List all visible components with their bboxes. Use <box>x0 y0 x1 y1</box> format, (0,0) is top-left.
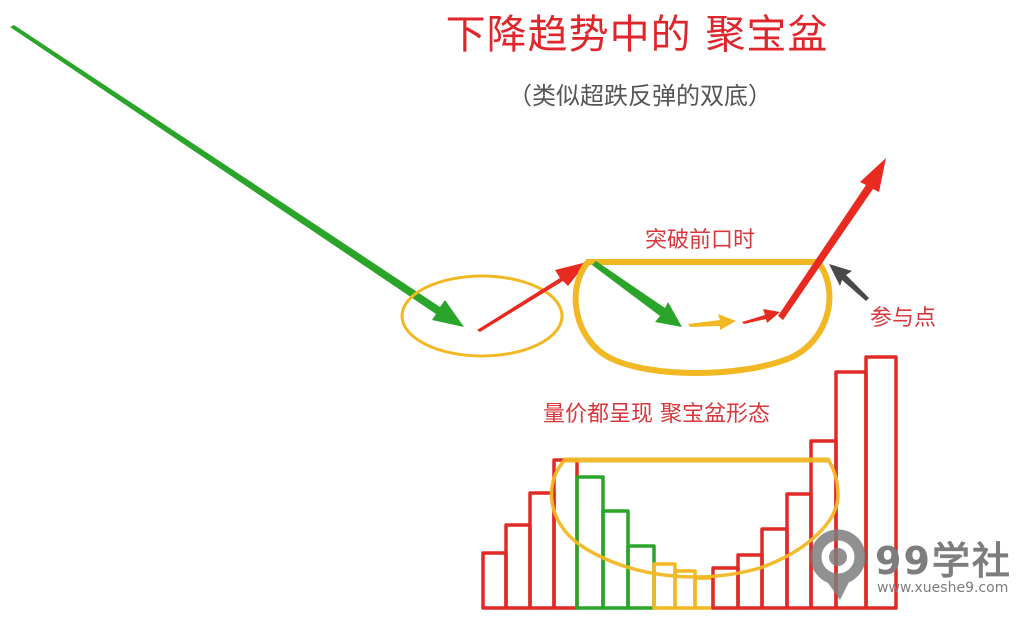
pullback-arrow <box>592 261 682 327</box>
volume-bar <box>864 355 898 610</box>
volume-bars <box>481 355 898 610</box>
volume-bar <box>760 527 789 610</box>
bowl-shape <box>572 259 833 376</box>
watermark-brand: 99学社 <box>875 539 1012 583</box>
volume-bar <box>693 576 715 610</box>
breakout-label: 突破前口时 <box>645 228 756 253</box>
volume-bar <box>528 491 556 610</box>
downtrend-arrow <box>10 25 464 327</box>
volume-bar <box>652 562 677 610</box>
page-subtitle: （类似超跌反弹的双底） <box>508 82 772 110</box>
volume-bar <box>736 553 764 610</box>
breakout-arrow <box>778 158 886 320</box>
sideways-arrow <box>688 314 736 330</box>
volume-price-label: 量价都呈现 聚宝盆形态 <box>543 402 770 427</box>
page-title: 下降趋势中的 聚宝盆 <box>445 12 829 58</box>
watermark-url: www.xueshe9.com <box>877 580 1009 596</box>
first-bottom-ellipse <box>400 274 564 358</box>
entry-pointer-arrow <box>829 264 869 301</box>
rebound-arrow <box>477 262 587 332</box>
volume-bar <box>575 475 605 610</box>
volume-bar <box>481 551 508 610</box>
small-up-arrow <box>742 309 780 324</box>
volume-bar <box>626 544 656 610</box>
volume-bar <box>504 523 532 610</box>
location-pin-icon <box>810 529 866 600</box>
volume-bowl-shape <box>549 457 840 579</box>
entry-point-label: 参与点 <box>870 306 937 331</box>
